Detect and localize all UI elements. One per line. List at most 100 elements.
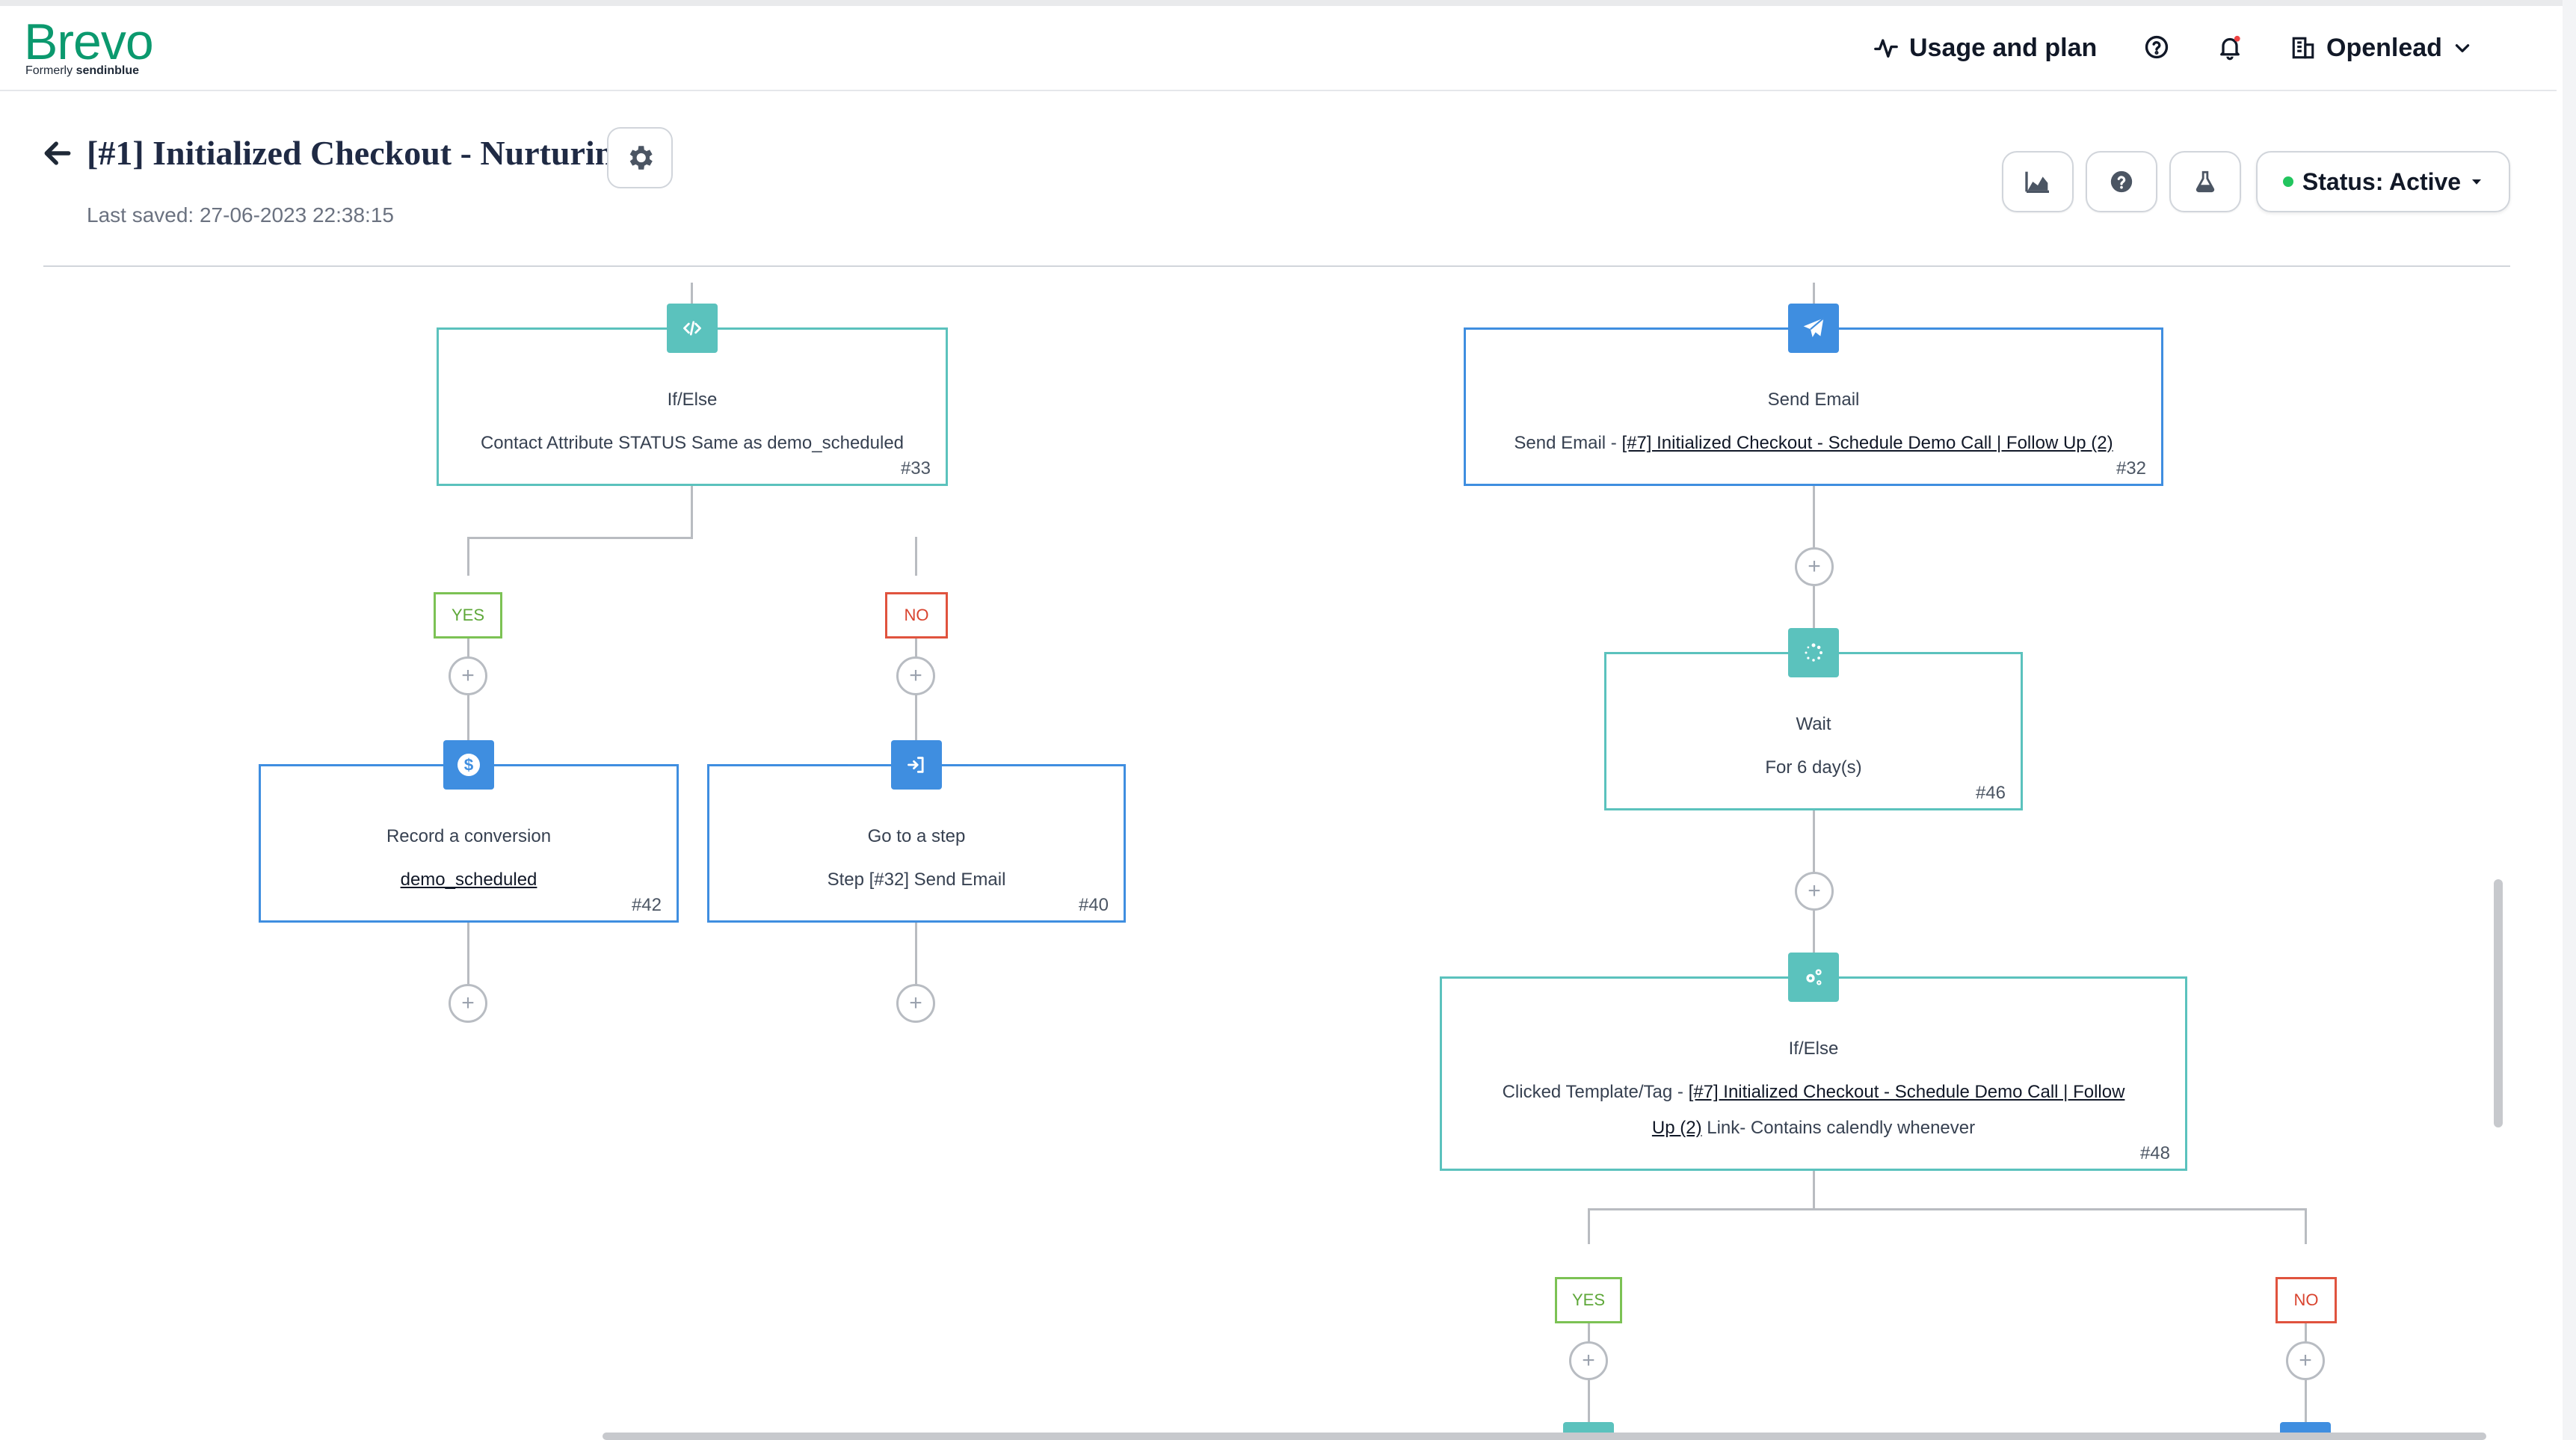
usage-and-plan-label: Usage and plan [1909, 33, 2098, 62]
status-active-dot [2282, 176, 2293, 187]
flask-icon [2196, 170, 2215, 193]
add-step-button[interactable]: + [449, 984, 487, 1023]
node-42-badge: $ [443, 740, 494, 790]
caret-down-icon [2472, 179, 2482, 185]
workflow-node-48-if-else[interactable]: If/Else Clicked Template/Tag - [#7] Init… [1440, 976, 2187, 1171]
activity-icon [1874, 39, 1898, 58]
node-id: #48 [2139, 1143, 2170, 1163]
plus-icon: + [909, 991, 922, 1015]
status-label: Status: Active [2302, 167, 2462, 195]
header-divider [43, 265, 2510, 267]
node-title: Wait [1796, 714, 1831, 734]
statistics-button[interactable] [2002, 151, 2074, 212]
branch-yes-tag: YES [1555, 1277, 1622, 1323]
gear-icon [629, 146, 653, 170]
node-id: #33 [900, 458, 931, 479]
workflow-canvas[interactable]: If/Else Contact Attribute STATUS Same as… [43, 283, 2503, 1440]
status-dropdown[interactable]: Status: Active [2256, 151, 2510, 212]
connector [915, 537, 917, 576]
plus-icon: + [1808, 554, 1821, 579]
node-id: #42 [631, 895, 662, 915]
brand-logo[interactable]: Brevo [24, 13, 154, 70]
node-description: Send Email - [#7] Initialized Checkout -… [1481, 425, 2146, 461]
cogs-icon [1806, 969, 1822, 985]
workflow-node-40-go-to-step[interactable]: Go to a step Step [#32] Send Email #40 [707, 764, 1126, 923]
workflow-node-42-record-conversion[interactable]: Record a conversion demo_scheduled #42 [259, 764, 679, 923]
add-step-button[interactable]: + [1569, 1341, 1608, 1380]
chevron-down-icon [2455, 44, 2470, 52]
node-description-prefix: Clicked Template/Tag - [1502, 1082, 1689, 1102]
help-workflow-button[interactable] [2086, 151, 2157, 212]
template-link-cont[interactable]: Up (2) [1651, 1118, 1702, 1138]
help-button[interactable] [2141, 31, 2172, 63]
workflow-settings-button[interactable] [607, 127, 673, 188]
plus-icon: + [2299, 1348, 2312, 1373]
node-title: If/Else [667, 390, 718, 410]
node-48-badge [1788, 953, 1839, 1002]
spinner-icon [1805, 643, 1822, 662]
node-description: Contact Attribute STATUS Same as demo_sc… [480, 433, 905, 453]
connector [467, 537, 469, 576]
email-template-link[interactable]: [#7] Initialized Checkout - Schedule Dem… [1621, 433, 2113, 453]
node-description: Step [#32] Send Email [827, 870, 1006, 890]
node-description: For 6 day(s) [1765, 757, 1862, 778]
add-step-button[interactable]: + [449, 656, 487, 695]
branch-yes-tag: YES [434, 592, 502, 639]
node-32-badge [1788, 304, 1839, 353]
canvas-horizontal-scrollbar[interactable] [603, 1433, 2486, 1440]
brand-formerly-prefix: Formerly [25, 64, 73, 77]
node-title: Send Email [1767, 390, 1860, 410]
plus-icon: + [1808, 879, 1821, 903]
node-46-badge [1788, 628, 1839, 677]
conversion-link[interactable]: demo_scheduled [400, 870, 537, 890]
branch-no-tag: NO [2275, 1277, 2337, 1323]
bell-icon [2220, 35, 2240, 61]
node-description-prefix: Send Email - [1514, 433, 1622, 453]
usage-and-plan-button[interactable]: Usage and plan [1873, 30, 2097, 66]
page-scrollbar-track[interactable] [2563, 0, 2576, 1440]
paper-plane-icon [1803, 317, 1825, 337]
account-name: Openlead [2326, 33, 2442, 62]
plus-icon: + [461, 663, 475, 688]
account-menu[interactable]: Openlead [2290, 30, 2472, 66]
help-circle-icon [2145, 35, 2169, 59]
canvas-vertical-scrollbar[interactable] [2494, 879, 2503, 1127]
node-description: demo_scheduled [276, 862, 662, 898]
connector [915, 921, 917, 988]
notifications-button[interactable] [2213, 30, 2247, 64]
node-description: Clicked Template/Tag - [#7] Initialized … [1457, 1074, 2170, 1146]
template-link[interactable]: [#7] Initialized Checkout - Schedule Dem… [1688, 1082, 2125, 1102]
sign-in-icon [908, 757, 924, 773]
connector [1813, 283, 1815, 305]
brand-formerly: Formerly sendinblue [25, 64, 139, 78]
connector [1588, 1208, 2307, 1210]
connector [1588, 1208, 1590, 1244]
node-title: Go to a step [867, 826, 966, 846]
node-40-badge [891, 740, 942, 790]
add-step-button[interactable]: + [2286, 1341, 2325, 1380]
back-button[interactable] [39, 135, 76, 172]
plus-icon: + [1582, 1348, 1595, 1373]
dollar-circle-icon: $ [457, 754, 480, 776]
connector [467, 537, 693, 539]
plus-icon: + [909, 663, 922, 688]
test-workflow-button[interactable] [2169, 151, 2241, 212]
node-title: If/Else [1788, 1039, 1839, 1059]
connector [1813, 1169, 1815, 1210]
add-step-button[interactable]: + [1795, 547, 1834, 586]
page-title: [#1] Initialized Checkout - Nurturing [87, 134, 632, 172]
branch-no-tag: NO [885, 592, 948, 639]
code-icon [683, 321, 701, 336]
building-icon [2292, 37, 2314, 59]
add-step-button[interactable]: + [896, 656, 935, 695]
add-step-button[interactable]: + [896, 984, 935, 1023]
node-id: #46 [1975, 783, 2006, 803]
node-id: #32 [2116, 458, 2146, 479]
plus-icon: + [461, 991, 475, 1015]
browser-top-edge [0, 0, 2576, 6]
brand-formerly-name: sendinblue [76, 64, 140, 77]
connector [467, 921, 469, 988]
node-title: Record a conversion [386, 826, 552, 846]
svg-text:$: $ [464, 756, 474, 775]
add-step-button[interactable]: + [1795, 872, 1834, 911]
